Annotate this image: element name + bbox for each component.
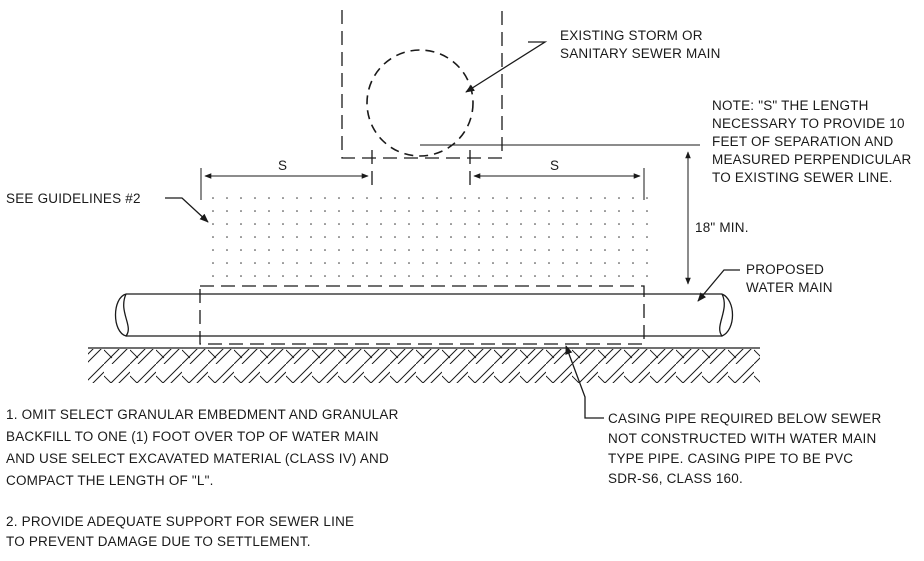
s-dimension-right xyxy=(473,168,645,200)
min-separation-label: 18" MIN. xyxy=(695,220,749,235)
granular-backfill-zone xyxy=(205,188,650,286)
ground-section xyxy=(88,347,760,383)
general-note-2: 2. PROVIDE ADEQUATE SUPPORT FOR SEWER LI… xyxy=(6,514,358,549)
water-main-leader xyxy=(697,269,740,302)
see-guidelines-label: SEE GUIDELINES #2 xyxy=(6,191,141,206)
casing-pipe-outline xyxy=(199,285,645,345)
s-dimension-left xyxy=(200,168,369,200)
s-right-label: S xyxy=(550,158,559,173)
see-guidelines-leader xyxy=(165,197,209,223)
proposed-water-main-label: PROPOSED WATER MAIN xyxy=(746,262,833,295)
separation-note: NOTE: "S" THE LENGTH NECESSARY TO PROVID… xyxy=(712,98,915,185)
casing-pipe-label: CASING PIPE REQUIRED BELOW SEWER NOT CON… xyxy=(608,411,885,486)
proposed-water-main-pipe xyxy=(114,293,734,337)
existing-sewer-label: EXISTING STORM OR SANITARY SEWER MAIN xyxy=(560,28,721,61)
existing-sewer-pipe xyxy=(366,49,474,157)
existing-sewer-leader xyxy=(465,41,548,93)
casing-pipe-leader xyxy=(565,345,604,419)
s-left-label: S xyxy=(278,158,287,173)
sewer-trench xyxy=(341,10,503,185)
general-note-1: 1. OMIT SELECT GRANULAR EMBEDMENT AND GR… xyxy=(6,407,403,488)
